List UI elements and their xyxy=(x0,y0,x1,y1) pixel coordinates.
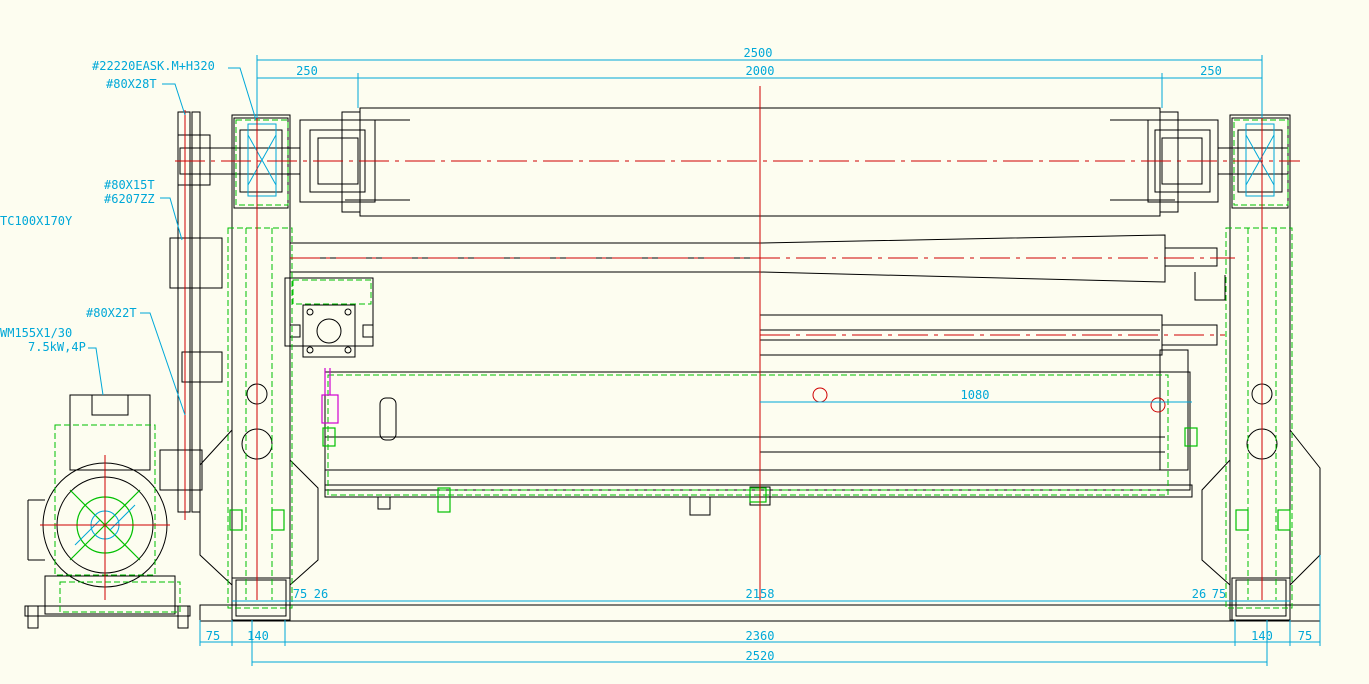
dim-inner-span: 1080 xyxy=(961,388,990,402)
dim-base-left-26: 26 xyxy=(314,587,328,601)
dim-left-top: 250 xyxy=(296,64,318,78)
idler-sprocket xyxy=(169,237,223,289)
right-frame-column xyxy=(1229,114,1291,621)
dim-base-right-26: 26 xyxy=(1192,587,1206,601)
dim-base-right-75: 75 xyxy=(1212,587,1226,601)
gear-motor-housing xyxy=(69,394,151,471)
hidden-solids xyxy=(69,427,1291,561)
callout-motor-power: 7.5kW,4P xyxy=(28,340,86,354)
centerlines xyxy=(40,86,1300,600)
motor-base xyxy=(44,575,176,615)
dim-bottom-right-140: 140 xyxy=(1251,629,1273,643)
drawing-annotations: 2500 250 2000 250 1080 75 26 2158 26 75 … xyxy=(0,46,1312,663)
dim-bottom-left-75: 75 xyxy=(206,629,220,643)
callout-bearing: #22220EASK.M+H320 xyxy=(92,59,215,73)
dim-overall-bottom: 2520 xyxy=(746,649,775,663)
dim-bottom-left-140: 140 xyxy=(247,629,269,643)
dim-roller-length: 2000 xyxy=(746,64,775,78)
dim-overall-top: 2500 xyxy=(744,46,773,60)
callout-coupling: TC100X170Y xyxy=(0,214,73,228)
proximity-sensor xyxy=(321,368,339,424)
callout-gear-motor: WM155X1/30 xyxy=(0,326,72,340)
left-frame-column xyxy=(231,114,291,621)
base-beam xyxy=(199,604,1321,622)
cylinder-bracket xyxy=(284,277,374,347)
callout-bearing-6207: #6207ZZ xyxy=(104,192,155,206)
dimension-lines xyxy=(88,55,1321,666)
dim-base-left-75: 75 xyxy=(293,587,307,601)
callout-sprocket-28t: #80X28T xyxy=(106,77,157,91)
dim-inner-base: 2158 xyxy=(746,587,775,601)
machine-outline xyxy=(24,107,1321,629)
hidden-lines xyxy=(54,119,1293,613)
lower-tray xyxy=(324,371,1191,491)
dim-bottom-right-75: 75 xyxy=(1298,629,1312,643)
callout-sprocket-22t: #80X22T xyxy=(86,306,137,320)
callout-sprocket-15t: #80X15T xyxy=(104,178,155,192)
dim-right-top: 250 xyxy=(1200,64,1222,78)
dim-frame-span: 2360 xyxy=(746,629,775,643)
